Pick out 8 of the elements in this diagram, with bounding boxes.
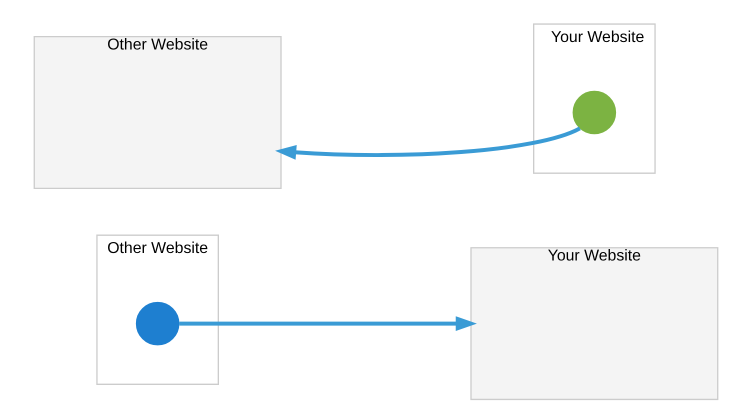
node-circle [135,302,179,346]
node-box: Your Website [470,247,718,400]
node-box: Other Website [33,36,282,190]
node-circle [572,90,616,134]
arrow [274,126,580,160]
cluster: Other Website [96,234,218,385]
arrow [178,316,476,331]
cluster: Your Website [532,23,656,174]
